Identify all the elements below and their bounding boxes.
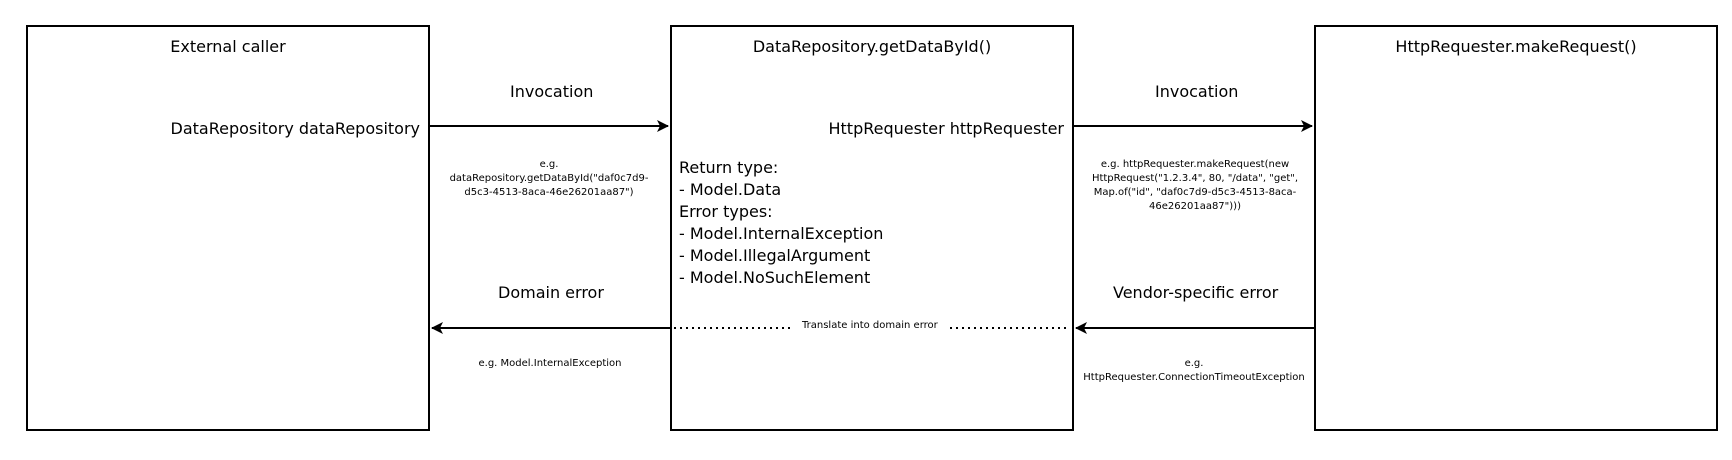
external-caller-box: External caller DataRepository dataRepos… bbox=[26, 25, 430, 431]
domain-error-example: e.g. Model.InternalException bbox=[478, 358, 622, 369]
contract-line: Return type: bbox=[679, 158, 779, 177]
data-repository-box: DataRepository.getDataById() HttpRequest… bbox=[670, 25, 1074, 431]
contract-line: - Model.NoSuchElement bbox=[679, 268, 871, 287]
contract-line: Error types: bbox=[679, 202, 773, 221]
data-repository-title: DataRepository.getDataById() bbox=[752, 37, 992, 56]
domain-error-label: Domain error bbox=[498, 283, 604, 302]
contract-line: - Model.Data bbox=[679, 180, 782, 199]
http-requester-box: HttpRequester.makeRequest() bbox=[1314, 25, 1718, 431]
translate-label: Translate into domain error bbox=[794, 320, 946, 331]
method-contract: Return type: - Model.Data Error types: -… bbox=[679, 157, 883, 289]
external-caller-title: External caller bbox=[170, 37, 286, 56]
invocation-example-right: e.g. httpRequester.makeRequest(new HttpR… bbox=[1091, 159, 1299, 212]
contract-line: - Model.InternalException bbox=[679, 224, 884, 243]
data-repository-field: DataRepository dataRepository bbox=[170, 119, 420, 138]
invocation-label-right: Invocation bbox=[1155, 82, 1239, 101]
invocation-example-left: e.g. dataRepository.getDataById("daf0c7d… bbox=[449, 159, 649, 198]
vendor-error-example: e.g. HttpRequester.ConnectionTimeoutExce… bbox=[1083, 358, 1305, 383]
http-requester-field: HttpRequester httpRequester bbox=[828, 119, 1065, 138]
contract-line: - Model.IllegalArgument bbox=[679, 246, 871, 265]
invocation-label-left: Invocation bbox=[510, 82, 594, 101]
http-requester-title: HttpRequester.makeRequest() bbox=[1395, 37, 1637, 56]
vendor-error-label: Vendor-specific error bbox=[1113, 283, 1279, 302]
